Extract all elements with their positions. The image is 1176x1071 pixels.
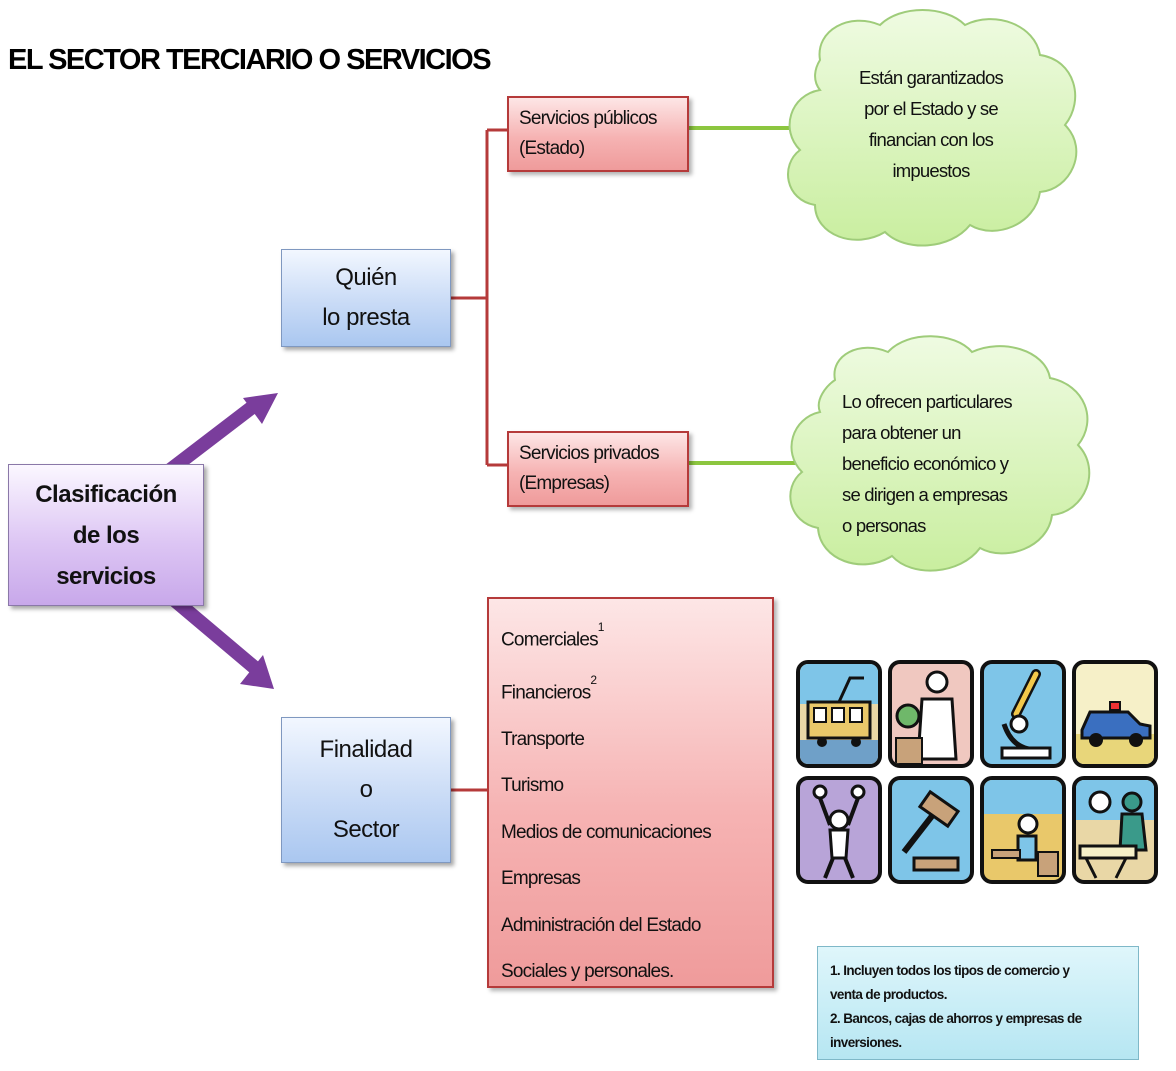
sector-item: Medios de comunicaciones	[501, 821, 712, 843]
branch-node-line: Quién	[335, 264, 397, 291]
purple-arrow-up	[163, 393, 278, 477]
cloud-shape-publicos	[787, 9, 1078, 247]
footnote-line: inversiones.	[830, 1035, 902, 1050]
services-illustration	[792, 658, 1162, 886]
sector-item: Comerciales1	[501, 620, 605, 651]
cloud-description-privados: Lo ofrecen particulares para obtener un …	[842, 386, 1052, 541]
police-car-icon	[1072, 660, 1158, 768]
doctor-icon	[1072, 776, 1158, 884]
footnote-marker: 2	[590, 672, 597, 687]
footnote-box: 1. Incluyen todos los tipos de comercio …	[817, 946, 1139, 1060]
branch-node-line: Finalidad	[319, 736, 413, 763]
sector-item: Administración del Estado	[501, 914, 701, 936]
footnote-line: venta de productos.	[830, 987, 947, 1002]
green-connector	[689, 126, 808, 465]
root-node-line: servicios	[56, 562, 156, 590]
footnote-line: 1. Incluyen todos los tipos de comercio …	[830, 963, 1070, 978]
gavel-icon	[888, 776, 974, 884]
cloud-line: para obtener un	[842, 422, 961, 443]
sector-item: Empresas	[501, 868, 581, 890]
teacher-icon	[980, 776, 1066, 884]
branch-node-line: lo presta	[322, 304, 410, 331]
cloud-line: beneficio económico y	[842, 453, 1009, 474]
gymnast-icon	[796, 776, 882, 884]
purple-arrow-down	[165, 591, 274, 689]
page-title: EL SECTOR TERCIARIO O SERVICIOS	[8, 44, 492, 76]
node-servicios-publicos: Servicios públicos (Estado)	[507, 96, 689, 172]
root-node-line: Clasificación	[35, 480, 177, 508]
branch-node-line: Sector	[332, 816, 400, 843]
cloud-line: o personas	[842, 515, 926, 536]
cloud-line: se dirigen a empresas	[842, 484, 1008, 505]
sector-item: Sociales y personales.	[501, 961, 674, 983]
root-node-clasificacion: Clasificación de los servicios	[8, 464, 204, 606]
cloud-line: Están garantizados	[859, 67, 1004, 88]
scientist-icon	[888, 660, 974, 768]
cloud-description-publicos: Están garantizados por el Estado y se fi…	[826, 62, 1036, 186]
node-label: Servicios privados	[519, 443, 660, 464]
sector-item: Transporte	[501, 728, 585, 750]
footnote-line: 2. Bancos, cajas de ahorros y empresas d…	[830, 1011, 1082, 1026]
cloud-line: por el Estado y se	[864, 98, 998, 119]
sector-list: Comerciales1 Financieros2 Transporte Tur…	[487, 597, 774, 988]
node-sublabel: (Empresas)	[519, 473, 610, 494]
microscope-icon	[980, 660, 1066, 768]
branch-node-line: o	[359, 776, 373, 803]
node-sublabel: (Estado)	[519, 138, 585, 159]
cloud-line: Lo ofrecen particulares	[842, 391, 1013, 412]
cloud-shape-privados	[789, 335, 1091, 572]
branch-node-quien-lo-presta: Quién lo presta	[281, 249, 451, 347]
branch-node-finalidad: Finalidad o Sector	[281, 717, 451, 863]
sector-item: Financieros2	[501, 672, 597, 704]
cloud-line: financian con los	[868, 129, 994, 150]
node-servicios-privados: Servicios privados (Empresas)	[507, 431, 689, 507]
cloud-line: impuestos	[892, 160, 970, 181]
root-node-line: de los	[72, 521, 140, 549]
footnote-marker: 1	[597, 620, 605, 634]
node-label: Servicios públicos	[519, 108, 657, 129]
sector-item: Turismo	[501, 775, 564, 797]
red-connector-quien	[451, 128, 507, 467]
tram-icon	[796, 660, 882, 768]
